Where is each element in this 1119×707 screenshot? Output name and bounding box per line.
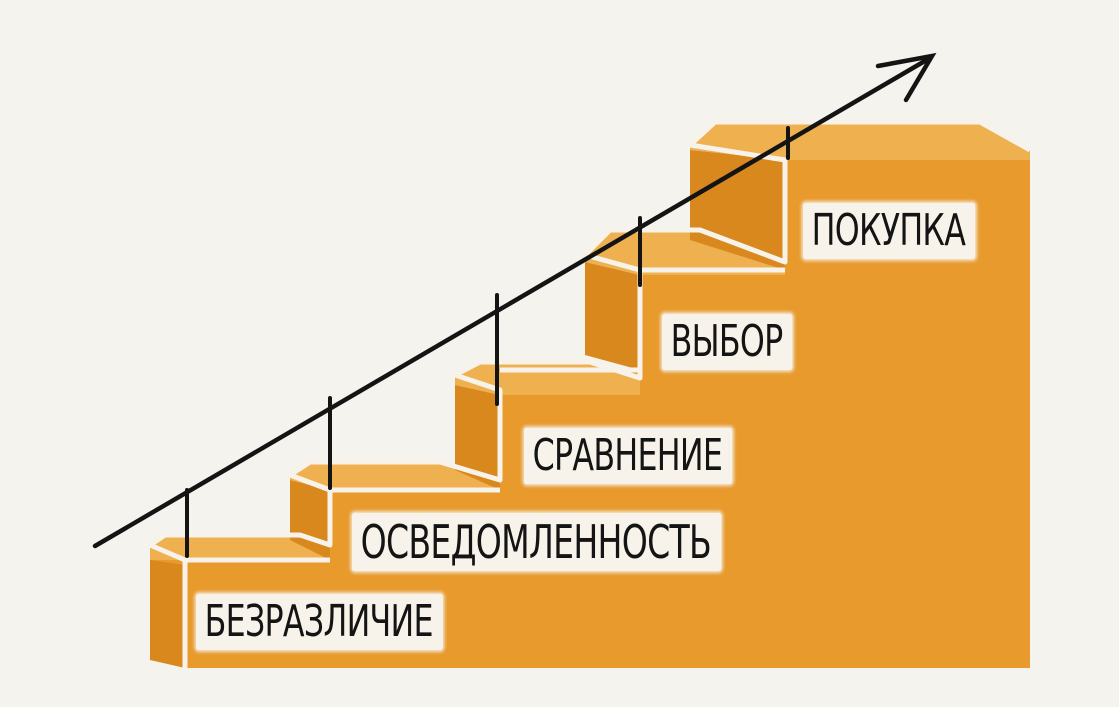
step-label-1: БЕЗРАЗЛИЧИЕ (196, 594, 443, 650)
step-5-riser (690, 150, 785, 270)
step-2-tread (290, 462, 500, 490)
step-label-4: ВЫБОР (662, 314, 793, 370)
step-label-3: СРАВНЕНИЕ (524, 428, 733, 484)
step-4-tread (585, 230, 785, 275)
step-label-5: ПОКУПКА (803, 203, 976, 259)
growth-arrow (92, 52, 937, 549)
arrow-shaft (92, 55, 933, 549)
step-3-riser (455, 385, 500, 490)
step-4-riser (585, 262, 640, 370)
step-1-tread (150, 535, 330, 560)
stair-edges (147, 119, 1032, 668)
arrow-head-icon (875, 52, 937, 103)
step-1-side (150, 560, 185, 668)
step-label-2: ОСВЕДОМЛЕННОСТЬ (352, 513, 722, 571)
